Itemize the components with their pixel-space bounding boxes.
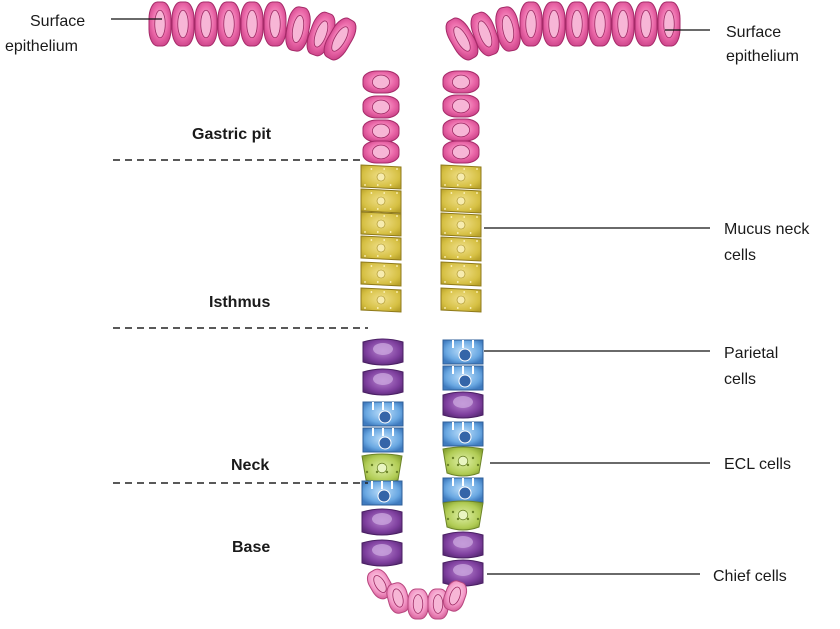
mucus-neck-cell [361,262,401,286]
mucus-neck-cell [361,189,401,213]
chief-cell [363,369,403,395]
surface-cell [363,120,399,142]
label-mucus-neck-cells-2: cells [724,247,756,264]
surface-cell [195,2,217,46]
parietal-cell [362,481,402,505]
surface-cell [543,2,565,46]
parietal-cell [363,428,403,452]
label-mucus-neck-cells: Mucus neck [724,221,810,238]
surface-cell [520,2,542,46]
mucus-neck-cell [361,165,401,189]
surface-cell [363,71,399,93]
chief-cell [443,560,483,586]
surface-cell [443,95,479,117]
surface-cell [612,2,634,46]
mucus-neck-cell [361,288,401,312]
label-surface-epithelium-left: Surface [30,13,85,30]
surface-cell [149,2,171,46]
surface-cell [172,2,194,46]
ecl-cell [362,454,402,483]
parietal-cell [443,478,483,502]
label-surface-epithelium-right: Surface [726,24,781,41]
chief-cell [443,392,483,418]
mucus-neck-cell [441,165,481,189]
surface-cell [635,2,657,46]
zone-label-gastric-pit: Gastric pit [192,126,272,143]
ecl-cell [443,447,483,476]
label-parietal-cells-2: cells [724,371,756,388]
surface-cell [566,2,588,46]
surface-cell [363,96,399,118]
mucus-neck-cell [441,237,481,261]
mucus-neck-cell [361,236,401,260]
mucus-neck-cell [441,213,481,237]
surface-cell [363,141,399,163]
label-chief-cells: Chief cells [713,568,787,585]
label-surface-epithelium-right-2: epithelium [726,48,799,65]
zone-label-base: Base [232,539,270,556]
mucus-neck-cell [361,212,401,236]
chief-cell [443,532,483,558]
ecl-cell [443,501,483,530]
base-pink-cell [408,589,428,619]
parietal-cell [443,366,483,390]
surface-cell [218,2,240,46]
parietal-cell [443,422,483,446]
chief-cell [362,509,402,535]
mucus-neck-cell [441,262,481,286]
surface-cell [589,2,611,46]
surface-cell [241,2,263,46]
zone-label-neck: Neck [231,457,269,474]
label-ecl-cells: ECL cells [724,456,791,473]
mucus-neck-cell [441,288,481,312]
label-surface-epithelium-left-2: epithelium [5,38,78,55]
mucus-neck-cell [441,189,481,213]
chief-cell [362,540,402,566]
surface-cell [443,119,479,141]
zone-label-isthmus: Isthmus [209,294,270,311]
surface-cell [443,141,479,163]
surface-cell [264,2,286,46]
base-pink-cell [384,581,411,615]
chief-cell [363,339,403,365]
surface-cell [443,71,479,93]
surface-cell [658,2,680,46]
parietal-cell [363,402,403,426]
parietal-cell [443,340,483,364]
label-parietal-cells: Parietal [724,345,778,362]
